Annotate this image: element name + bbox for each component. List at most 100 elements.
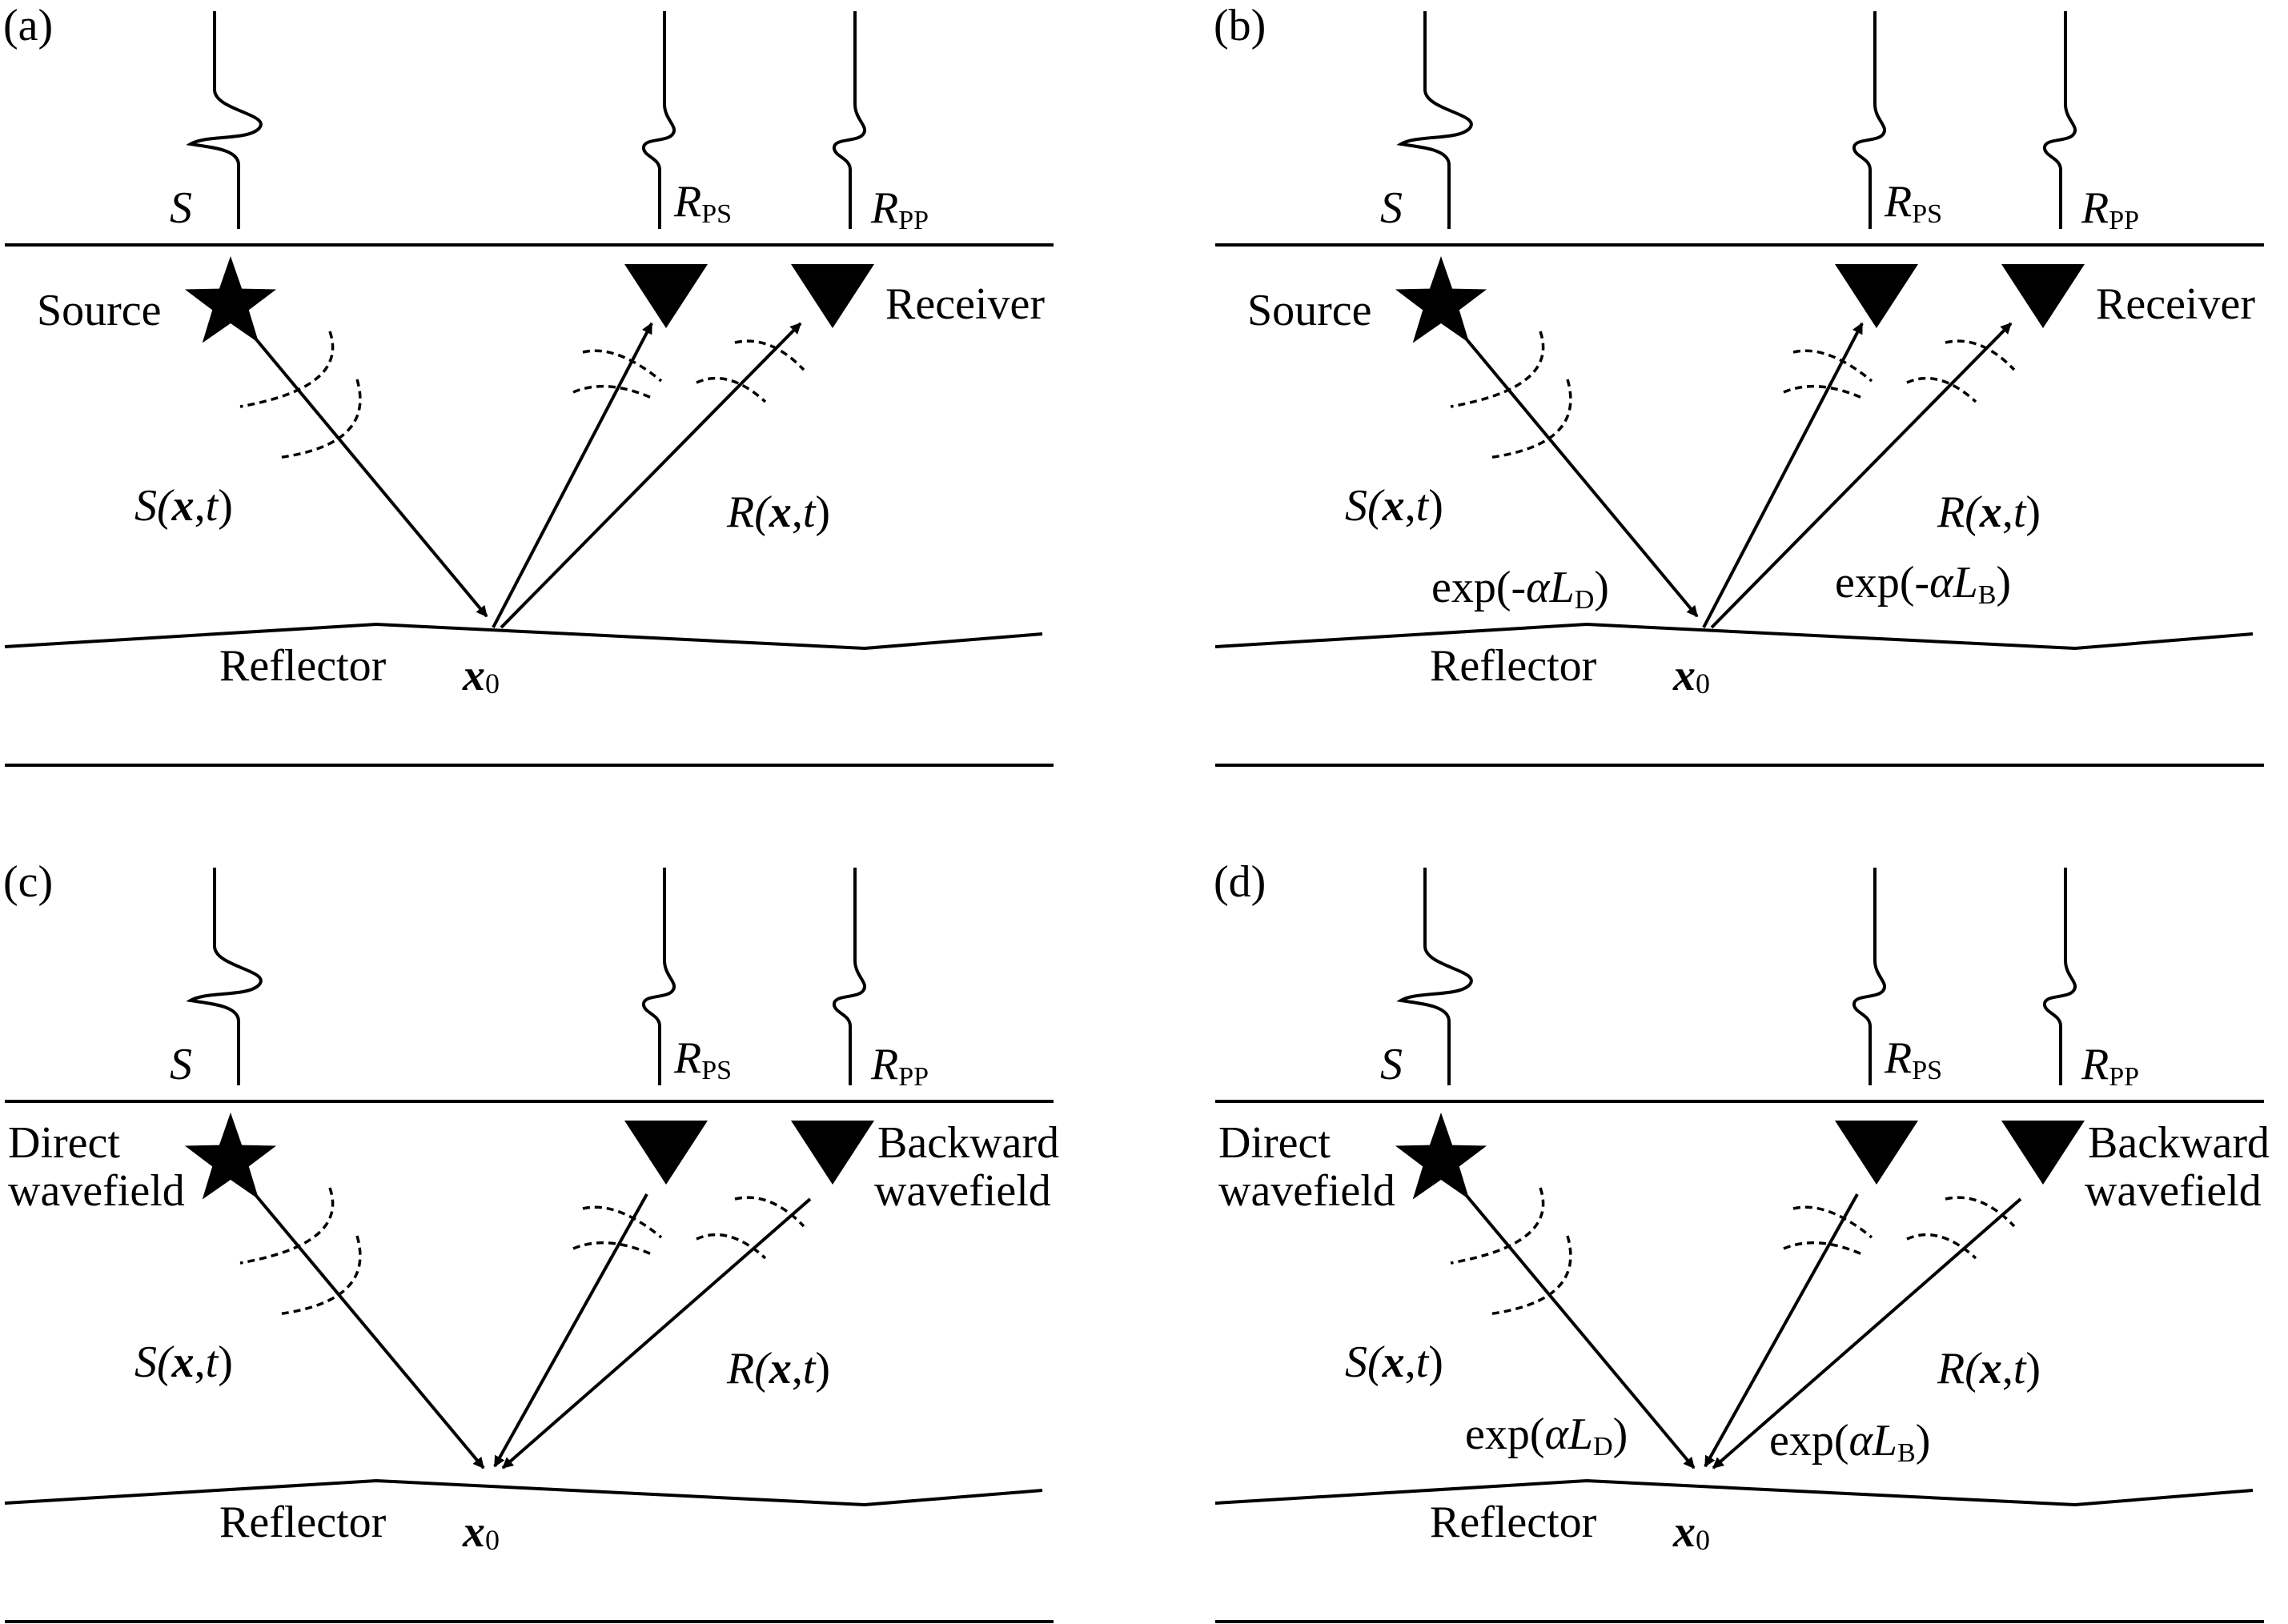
attenuation-backward-sub: B <box>1978 580 1997 610</box>
receiver-wavefield-label-comma: , <box>792 1344 803 1393</box>
receiver-wavefield-label-comma: , <box>2002 487 2013 537</box>
wavefront-arc <box>582 1205 663 1239</box>
source-wavefield-label-t: t <box>1416 481 1430 531</box>
triangle-down-icon <box>624 1121 708 1185</box>
source-wavefield-label-x: x <box>1382 481 1405 531</box>
source-wavefield-label: S(x,t) <box>134 481 233 531</box>
receiver-label-line2: wavefield <box>2085 1166 2262 1216</box>
wavefront-arc <box>239 1187 335 1265</box>
attenuation-direct-sub: D <box>1575 585 1595 615</box>
receiver-wavefield-label: R(x,t) <box>1937 487 2041 537</box>
wavefront-arc <box>1792 1205 1873 1239</box>
triangle-down-icon <box>2001 1121 2085 1185</box>
panel-label: (a) <box>3 1 53 50</box>
source-label: Source <box>37 286 162 335</box>
panel-label: (d) <box>1214 857 1266 907</box>
trace-label-rps: RPS <box>673 1033 732 1085</box>
receiver-wavefield-label: R(x,t) <box>726 487 830 537</box>
trace-label-s: S <box>170 1040 192 1089</box>
source-wavefield-label: S(x,t) <box>134 1337 233 1387</box>
wavefront-arc <box>276 379 362 459</box>
attenuation-backward: exp(αLB) <box>1769 1416 1930 1468</box>
source-wavefield-label-comma: , <box>1405 481 1416 531</box>
attenuation-backward: exp(-αLB) <box>1835 558 2011 610</box>
trace-label-rpp: RPP <box>2081 183 2139 235</box>
receiver-wavefield-label-x: x <box>769 487 792 537</box>
source-wavefield-label-close: ) <box>218 481 233 531</box>
trace-label-rps-main: R <box>673 1033 701 1083</box>
attenuation-backward-alpha: α <box>1849 1416 1874 1466</box>
ray-reflector-to-rps <box>1702 322 1864 628</box>
rpp-trace <box>833 868 866 1085</box>
reflector-line <box>1214 622 2254 651</box>
source-trace <box>186 11 263 229</box>
receiver-wavefield-label-close: ) <box>815 1344 830 1393</box>
trace-label-rpp-main: R <box>2081 183 2109 233</box>
attenuation-direct-pre: exp(- <box>1431 563 1526 612</box>
wavefront-arc <box>1783 384 1865 400</box>
ray-reflector-to-rpp <box>1710 322 2013 629</box>
trace-label-rps-main: R <box>1884 177 1912 227</box>
reflector-label: Reflector <box>219 1498 387 1547</box>
attenuation-direct: exp(αLD) <box>1465 1409 1628 1462</box>
trace-label-rps-sub: PS <box>701 199 732 229</box>
image-point-label: x0 <box>1672 1507 1710 1557</box>
image-point-x: x <box>462 1507 485 1557</box>
attenuation-direct-pre: exp( <box>1465 1409 1545 1459</box>
attenuation-backward-post: ) <box>1996 558 2011 607</box>
trace-label-rps-sub: PS <box>701 1056 732 1085</box>
receiver-label: Receiver <box>885 279 1045 329</box>
reflector-label: Reflector <box>219 641 387 691</box>
receiver-wavefield-label: R(x,t) <box>1937 1344 2041 1393</box>
wavefront-arc <box>582 349 663 383</box>
receiver-wavefield-label-close: ) <box>2025 487 2041 537</box>
star-icon <box>1395 256 1487 343</box>
trace-label-rpp-main: R <box>870 183 898 233</box>
rps-trace <box>1852 868 1886 1085</box>
ray-rps-to-reflector <box>493 1193 648 1468</box>
source-wavefield-label-func: S( <box>134 1337 175 1387</box>
wavefront-arc <box>1783 1241 1865 1257</box>
receiver-wavefield-label: R(x,t) <box>726 1344 830 1393</box>
trace-label-rpp-sub: PP <box>898 206 929 235</box>
ray-reflector-to-rps <box>492 322 653 628</box>
trace-label-rps: RPS <box>1884 1033 1942 1085</box>
rpp-trace <box>2043 11 2077 229</box>
trace-label-rpp: RPP <box>870 183 929 235</box>
image-point-label: x0 <box>462 651 500 700</box>
receiver-wavefield-label-close: ) <box>815 487 830 537</box>
trace-label-s: S <box>1380 1040 1403 1089</box>
panel-label: (c) <box>3 857 53 907</box>
triangle-down-icon <box>624 264 708 328</box>
receiver-wavefield-label-func: R( <box>726 1344 772 1393</box>
receiver-label: Receiver <box>2096 279 2255 329</box>
attenuation-direct: exp(-αLD) <box>1431 563 1609 615</box>
image-point-x: x <box>462 651 485 700</box>
image-point-x: x <box>1672 651 1696 700</box>
receiver-wavefield-label-comma: , <box>2002 1344 2013 1393</box>
image-point-x: x <box>1672 1507 1696 1557</box>
source-label: Source <box>1247 286 1372 335</box>
attenuation-direct-alpha: α <box>1545 1409 1570 1459</box>
attenuation-backward-post: ) <box>1916 1416 1931 1466</box>
wavefront-arc <box>276 1235 362 1316</box>
star-icon <box>1395 1113 1487 1200</box>
trace-label-s: S <box>1380 183 1403 233</box>
reflector-label: Reflector <box>1430 1498 1597 1547</box>
receiver-wavefield-label-func: R( <box>726 487 772 537</box>
source-wavefield-label-comma: , <box>195 481 206 531</box>
attenuation-direct-sub: D <box>1593 1432 1613 1462</box>
attenuation-direct-alpha: α <box>1526 563 1551 612</box>
source-label-line1: Direct <box>1218 1118 1331 1168</box>
reflector-label: Reflector <box>1430 641 1597 691</box>
source-wavefield-label-func: S( <box>134 481 175 531</box>
wavefront-arc <box>1487 379 1572 459</box>
source-trace <box>1396 11 1473 229</box>
trace-label-rps-sub: PS <box>1912 199 1942 229</box>
source-trace <box>1396 868 1473 1085</box>
source-label-line1: Direct <box>8 1118 120 1168</box>
ray-source-to-reflector <box>239 319 488 618</box>
